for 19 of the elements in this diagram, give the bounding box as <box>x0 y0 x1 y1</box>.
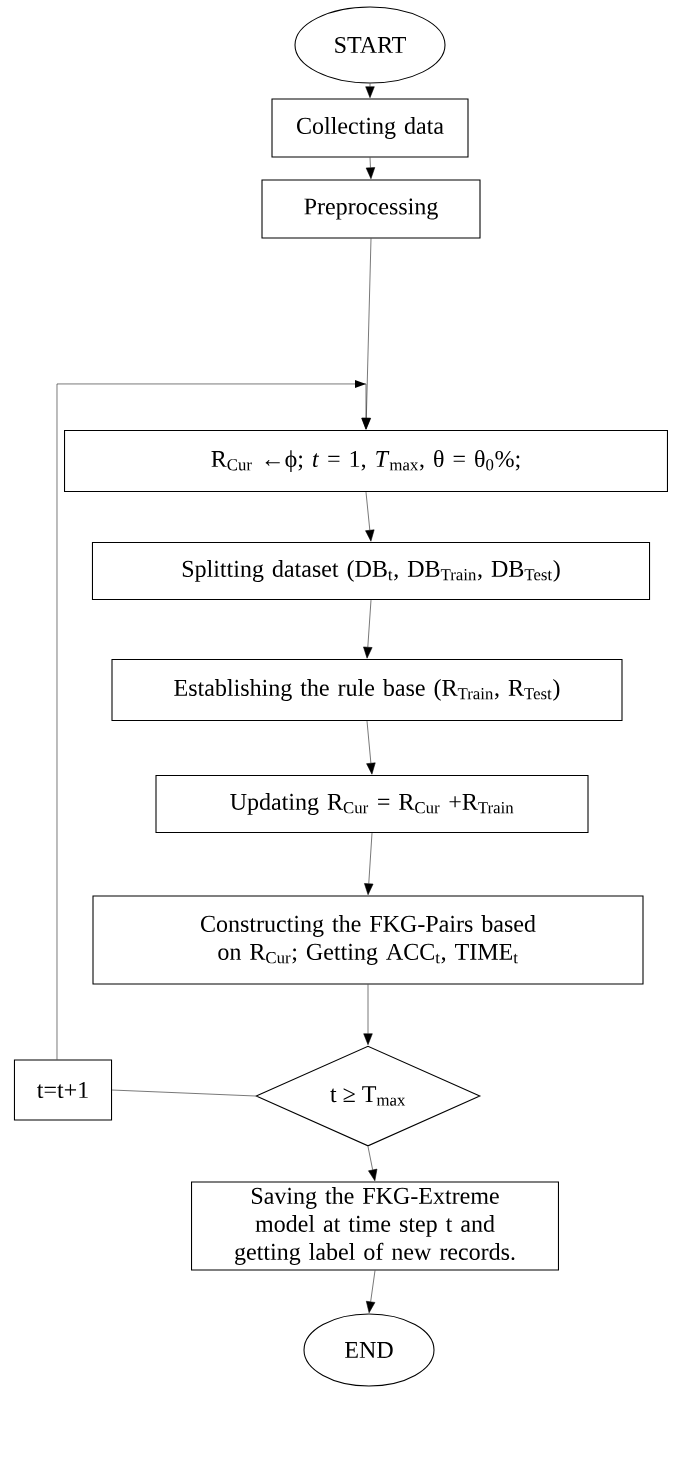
arrow <box>363 599 373 659</box>
process-box: Establishing the rule base (R$_{Train}$, R$_{Test}$) <box>111 658 623 722</box>
arrow <box>363 984 373 1045</box>
process-box: Constructing the FKG-Pairs based on R$_{Cur}$; Getting ACC$_{t}$, TIME$_{t}$ <box>92 895 644 985</box>
arrow <box>366 1270 376 1313</box>
arrow <box>365 83 375 98</box>
process-box: Preprocessing <box>261 179 481 239</box>
arrow <box>366 720 376 775</box>
arrow <box>56 379 371 1060</box>
arrow <box>365 491 375 542</box>
process-box: R$_{Cur}$ ←ϕ; t = 1, T$_{max}$, θ = θ$_{0}$%; <box>64 429 668 493</box>
arrow <box>364 832 374 895</box>
arrow <box>367 1146 378 1182</box>
process-box: Updating R$_{Cur}$ = R$_{Cur}$ +R$_{Train}$ <box>155 774 589 834</box>
process-box: Collecting data <box>271 98 469 158</box>
process-box: t=t+1 <box>13 1059 113 1121</box>
process-box: Saving the FKG-Extreme model at time step t and getting label of new records. <box>191 1181 559 1271</box>
process-box: Splitting dataset (DB$_{t}$, DB$_{Train}$, DB$_{Test}$) <box>91 541 651 601</box>
arrow <box>365 157 376 179</box>
